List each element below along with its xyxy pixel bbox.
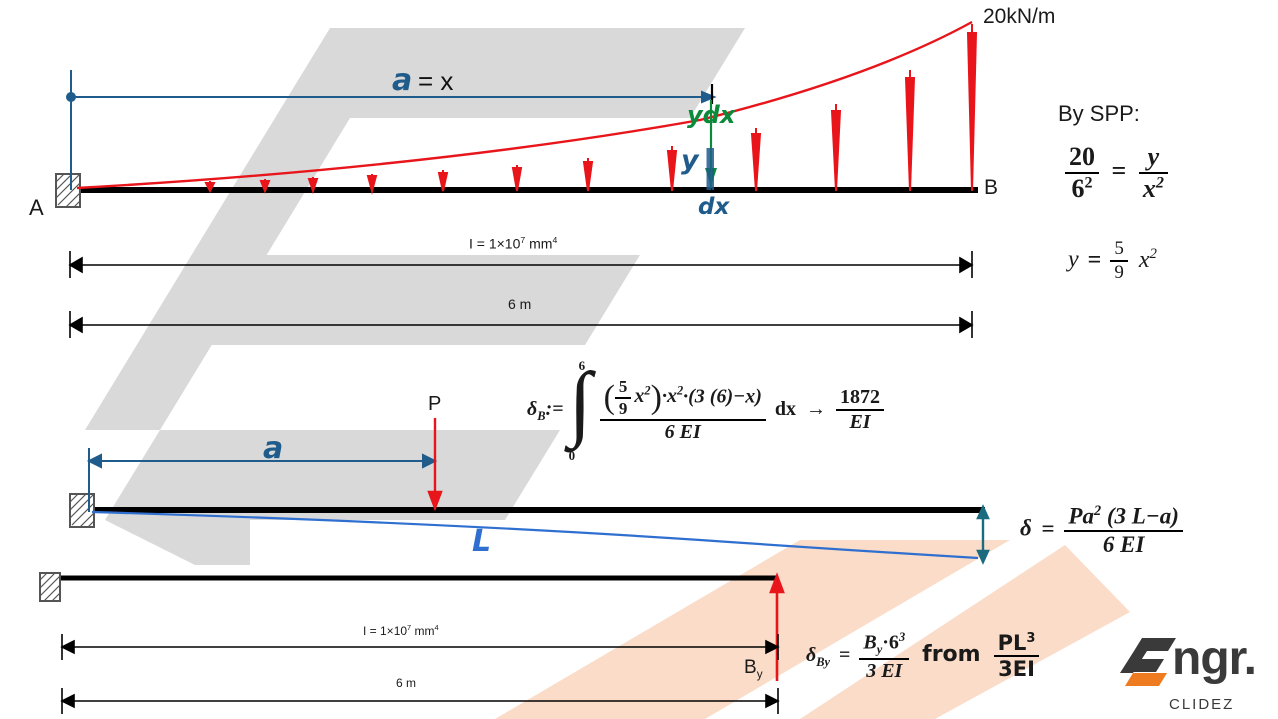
spp-heading: By SPP: — [1058, 101, 1140, 126]
delta-equals: = — [1041, 515, 1055, 541]
point-load-p — [427, 418, 443, 512]
y-frac-num: 5 — [1110, 238, 1128, 262]
dimension-a-equals-x — [66, 70, 717, 190]
y-expression-equation: y = 5 9 x2 — [1068, 238, 1157, 284]
dimension-length-label-1: 6 m — [508, 296, 532, 312]
spp-left-den: 62 — [1071, 174, 1093, 203]
integral-result-num: 1872 — [836, 386, 885, 411]
brand-subtitle: CLIDEZ — [1169, 696, 1235, 713]
delta-by-equation: δBy = By·63 3 EI from PL3 3EI — [806, 630, 1040, 683]
integral-sign-group: 6 ∫ 0 — [568, 356, 595, 463]
integral-upper-limit: 6 — [578, 358, 586, 373]
deflection-curve-2 — [91, 510, 979, 560]
annot-y: y — [681, 145, 699, 176]
y-frac-den: 9 — [1114, 262, 1124, 283]
dim-label-a-2: a — [263, 431, 284, 466]
support-label-b: B — [984, 176, 999, 199]
spp-right-num: y — [1138, 142, 1168, 174]
delta-by-lhs: δBy — [806, 643, 831, 669]
delta-formula-equation: δ = Pa2 (3 L−a) 6 EI — [1020, 503, 1183, 558]
delta-by-den: 3 EI — [866, 659, 903, 682]
brand-logo-mark — [1120, 638, 1176, 686]
element-ydx-marker — [705, 100, 717, 190]
integral-result-den: EI — [849, 411, 871, 433]
delta-by-ref-den: 3EI — [998, 657, 1035, 682]
y-var: x2 — [1138, 245, 1157, 273]
deflection-curve-label-l: L — [472, 524, 492, 559]
y-equals: = — [1087, 246, 1102, 273]
support-label-a: A — [29, 195, 44, 220]
dimension-length-label-3: 6 m — [396, 676, 417, 690]
load-peak-label: 20kN/m — [983, 5, 1056, 28]
integral-differential: dx — [774, 397, 797, 420]
dim-label-equals-x: = x — [418, 66, 454, 96]
integral-lower-limit: 0 — [568, 448, 576, 463]
reaction-label-by: By — [744, 657, 763, 681]
dimension-length-1 — [68, 311, 974, 338]
integral-lhs: δB:= — [527, 397, 564, 423]
delta-lhs: δ — [1020, 515, 1032, 541]
annot-dx: dx — [698, 194, 730, 220]
dimension-a-2 — [86, 448, 438, 512]
integral-glyph: ∫ — [568, 356, 592, 449]
spp-equals: = — [1111, 155, 1127, 185]
brand-wordmark: ngr. — [1172, 632, 1257, 685]
delta-by-ref-num: PL3 — [993, 631, 1040, 658]
reaction-arrow-by — [769, 572, 785, 681]
load-envelope-curve — [76, 20, 973, 190]
fixed-support-a — [55, 173, 81, 208]
dimension-inertia-label-3: I = 1×107 mm4 — [363, 623, 439, 638]
point-load-label-p: P — [428, 393, 442, 415]
spp-right-den: x2 — [1142, 174, 1164, 203]
dimension-inertia-label-1: I = 1×107 mm4 — [469, 235, 558, 252]
y-lhs: y — [1068, 246, 1079, 273]
distributed-load-arrows — [204, 24, 978, 195]
dimension-inertia-3 — [60, 634, 780, 660]
deflection-measure-arrow — [976, 504, 990, 565]
dim-label-a-hand: a — [392, 63, 413, 98]
dimension-inertia-1 — [68, 251, 974, 278]
integral-denominator: 6 EI — [664, 420, 701, 443]
delta-num: Pa2 (3 L−a) — [1064, 503, 1183, 532]
delta-den: 6 EI — [1102, 531, 1145, 557]
dimension-length-3 — [60, 688, 780, 714]
delta-by-equals: = — [839, 643, 851, 666]
spp-left-num: 20 — [1065, 142, 1099, 174]
spp-ratio-equation: 20 62 = y x2 — [1065, 142, 1168, 204]
integral-arrow: → — [806, 397, 827, 420]
delta-by-from-word: from — [922, 641, 981, 667]
fixed-support-3 — [39, 572, 61, 602]
delta-by-num: By·63 — [859, 630, 910, 660]
annot-ydx: ydx — [687, 101, 736, 129]
